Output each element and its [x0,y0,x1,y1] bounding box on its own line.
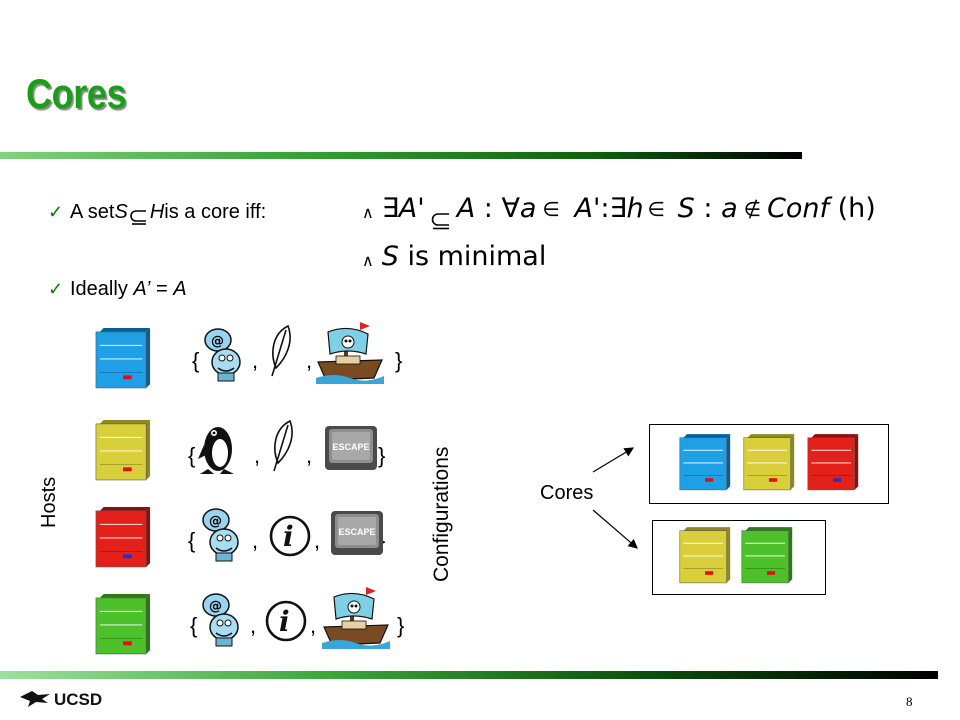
var-a-prime: A’ [133,278,151,300]
not-element-of-symbol: ∉ [743,196,762,221]
pirate-ship-icon [314,320,386,389]
slide-title: Cores [26,70,127,117]
element-of-symbol: ∈ [542,196,560,221]
forall-symbol: ∀ [501,193,520,224]
arrow-to-core-1 [592,447,635,473]
close-brace: } [395,348,403,373]
and-symbol: ∧ [362,203,374,222]
title-underline [0,152,802,159]
open-brace: { [190,613,198,638]
comma: , [250,613,257,638]
core-server-green-icon [740,525,794,585]
colon: : [694,193,722,224]
arrow-to-core-2 [592,509,638,549]
cores-arrows [592,447,638,549]
comma: , [252,348,259,373]
escape-key-icon: ESCAPE [324,425,378,476]
svg-text:@: @ [209,514,222,529]
comma: , [254,443,261,468]
core-server-yellow-icon [678,525,732,585]
var-a-prime-2: A' [565,193,601,224]
exists-symbol: ∃ [609,193,627,224]
var-a: A [456,193,476,224]
var-a: A [173,278,187,300]
footer-bar [0,671,938,679]
core-server-yellow-icon [742,432,796,492]
comma: , [252,528,259,553]
bullet-text-prefix: Ideally [70,278,134,300]
var-a-prime: A' [398,193,425,224]
core-server-red-icon [806,432,860,492]
open-brace: { [188,443,196,468]
bullet-ideally: ✓ Ideally A’ = A [48,278,187,301]
server-blue-icon [94,326,152,390]
bullet-text-prefix: A set [70,201,115,223]
server-yellow-icon [94,418,152,482]
cores-label: Cores [540,482,594,504]
core-server-blue-icon [678,432,732,492]
core-formula-line-1: ∧ ∃ A' A : ∀ a ∈ A' : ∃ h ∈ S : a ∉ Conf… [362,193,876,229]
subset-icon [130,208,148,225]
checkmark-icon: ✓ [48,202,64,222]
linux-penguin-icon [198,419,238,480]
page-number: 8 [906,694,913,709]
core-formula-line-2: ∧ S is minimal [362,241,546,272]
info-icon: i [264,599,308,648]
comma: , [314,528,321,553]
open-brace: { [192,348,200,373]
svg-text:UCSD: UCSD [54,690,102,709]
svg-text:@: @ [209,599,222,614]
subset-icon [431,206,451,229]
colon: : [600,193,610,224]
var-s: S [669,193,695,224]
comma: , [306,443,313,468]
minimal-text: is minimal [398,241,547,272]
var-s: S [381,241,399,272]
exists-symbol: ∃ [381,193,399,224]
comma: , [310,613,317,638]
escape-key-label: ESCAPE [332,442,369,452]
pirate-ship-icon [320,585,392,654]
bullet-text-suffix: is a core iff: [164,201,267,223]
server-red-icon [94,505,152,569]
and-symbol: ∧ [362,251,374,270]
checkmark-icon: ✓ [48,279,64,299]
close-brace: } [397,613,405,638]
email-app-icon: @ [198,589,246,652]
escape-key-label: ESCAPE [338,527,375,537]
conf-argument: (h) [829,193,876,224]
var-h: H [149,201,165,223]
email-app-icon: @ [198,504,246,567]
conf-function: Conf [767,193,830,224]
feather-icon [268,419,298,478]
hosts-label: Hosts [38,476,60,528]
equals-sign: = [150,278,174,300]
ucsd-logo: UCSD [18,688,128,715]
svg-text:i: i [283,520,294,553]
email-app-icon: @ [200,324,248,387]
var-a-small: a [721,193,738,224]
var-h-small: h [626,193,644,224]
feather-icon [266,324,296,383]
svg-text:@: @ [211,334,224,349]
server-green-icon [94,592,152,656]
info-icon: i [268,514,312,563]
configurations-label: Configurations [430,446,453,582]
colon: : [475,193,502,224]
comma: , [306,348,313,373]
bullet-core-definition: ✓ A set S H is a core iff: [48,201,267,225]
svg-text:i: i [279,605,290,638]
open-brace: { [188,528,196,553]
escape-key-icon: ESCAPE [330,510,384,561]
element-of-symbol: ∈ [647,196,666,221]
close-brace: } [378,443,386,468]
var-a-small: a [519,193,537,224]
var-s: S [114,201,128,223]
